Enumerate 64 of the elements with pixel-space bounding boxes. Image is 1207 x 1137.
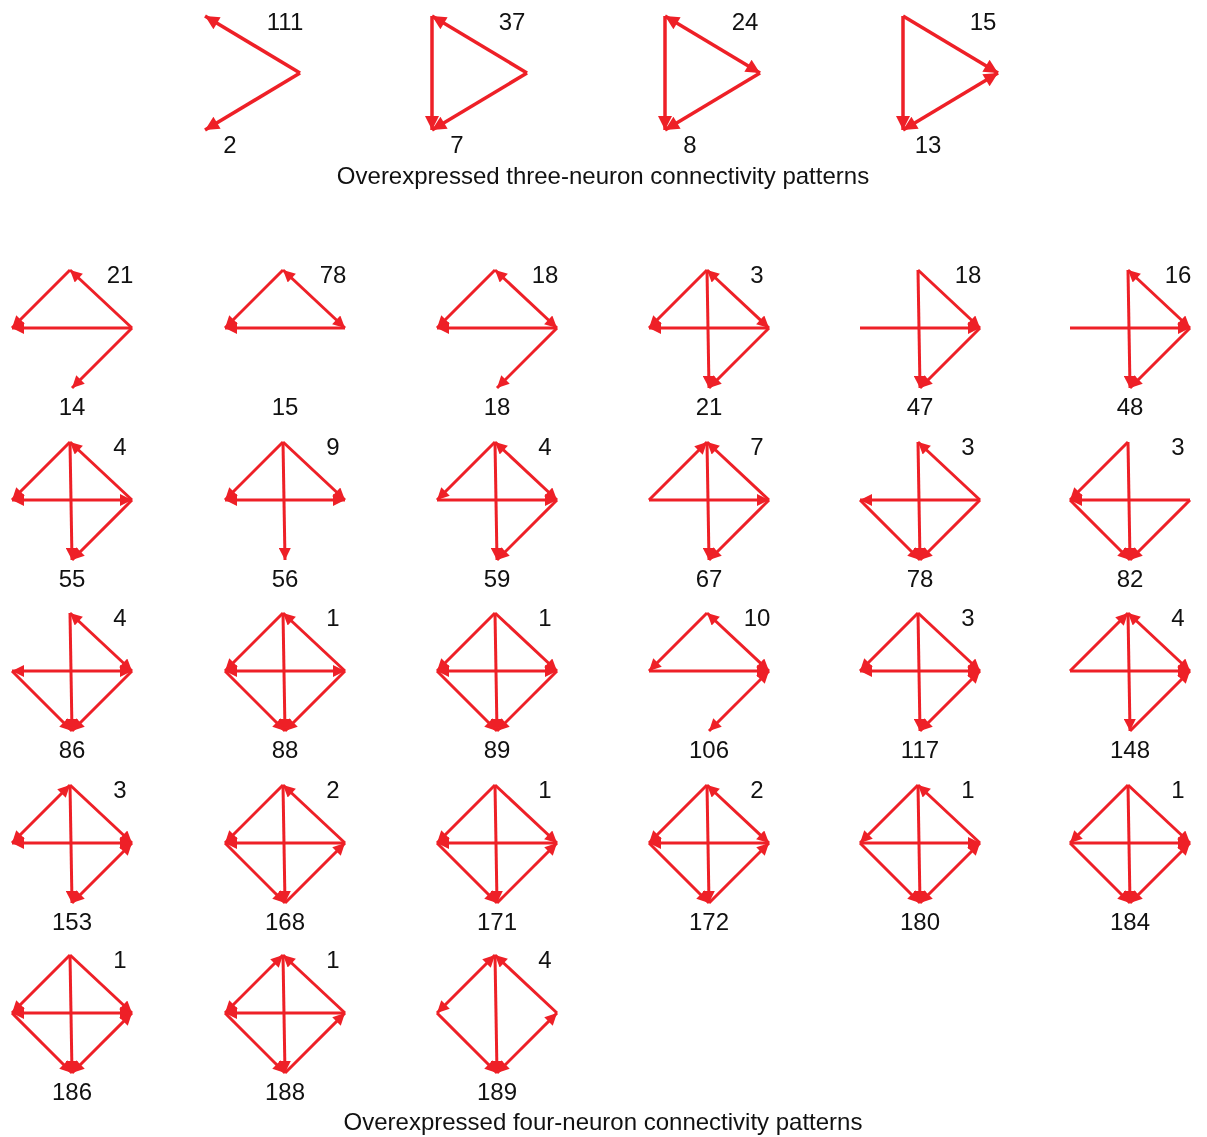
count-label: 3 bbox=[961, 606, 975, 630]
count-label: 18 bbox=[531, 263, 559, 287]
motif-number: 55 bbox=[58, 567, 86, 591]
caption: Overexpressed four-neuron connectivity patterns bbox=[343, 1110, 863, 1134]
count-label: 3 bbox=[1171, 435, 1185, 459]
motif-number: 21 bbox=[695, 395, 723, 419]
motif-number: 67 bbox=[695, 567, 723, 591]
motif-number: 148 bbox=[1110, 738, 1150, 762]
motif-number: 14 bbox=[58, 395, 86, 419]
motif-number: 8 bbox=[683, 133, 697, 157]
count-label: 3 bbox=[750, 263, 764, 287]
motif-number: 189 bbox=[477, 1080, 517, 1104]
motif-number: 47 bbox=[906, 395, 934, 419]
count-label: 1 bbox=[538, 778, 552, 802]
motif-number: 186 bbox=[52, 1080, 92, 1104]
count-label: 4 bbox=[1171, 606, 1185, 630]
count-label: 1 bbox=[961, 778, 975, 802]
motif-number: 172 bbox=[689, 910, 729, 934]
count-label: 24 bbox=[731, 10, 759, 34]
count-label: 1 bbox=[1171, 778, 1185, 802]
motif-number: 78 bbox=[906, 567, 934, 591]
count-label: 7 bbox=[750, 435, 764, 459]
motif-number: 171 bbox=[477, 910, 517, 934]
motif-number: 18 bbox=[483, 395, 511, 419]
motif-number: 180 bbox=[900, 910, 940, 934]
count-label: 1 bbox=[113, 948, 127, 972]
caption: Overexpressed three-neuron connectivity patterns bbox=[336, 164, 870, 188]
motif-number: 117 bbox=[900, 738, 940, 762]
count-label: 2 bbox=[326, 778, 340, 802]
motif-number: 89 bbox=[483, 738, 511, 762]
motif-number: 168 bbox=[265, 910, 305, 934]
count-label: 2 bbox=[750, 778, 764, 802]
count-label: 1 bbox=[326, 948, 340, 972]
count-label: 37 bbox=[498, 10, 526, 34]
motif-number: 184 bbox=[1110, 910, 1150, 934]
motif-number: 13 bbox=[914, 133, 942, 157]
motif-number: 59 bbox=[483, 567, 511, 591]
count-label: 1 bbox=[538, 606, 552, 630]
motif-number: 153 bbox=[52, 910, 92, 934]
count-label: 4 bbox=[113, 606, 127, 630]
count-label: 4 bbox=[538, 435, 552, 459]
count-label: 1 bbox=[326, 606, 340, 630]
motif-number: 15 bbox=[271, 395, 299, 419]
motif-number: 48 bbox=[1116, 395, 1144, 419]
count-label: 9 bbox=[326, 435, 340, 459]
motif-number: 86 bbox=[58, 738, 86, 762]
count-label: 10 bbox=[743, 606, 771, 630]
motif-number: 2 bbox=[223, 133, 237, 157]
count-label: 21 bbox=[106, 263, 134, 287]
motif-number: 7 bbox=[450, 133, 464, 157]
count-label: 15 bbox=[969, 10, 997, 34]
count-label: 78 bbox=[319, 263, 347, 287]
motif-number: 82 bbox=[1116, 567, 1144, 591]
motif-number: 56 bbox=[271, 567, 299, 591]
count-label: 3 bbox=[113, 778, 127, 802]
count-label: 111 bbox=[266, 10, 304, 34]
count-label: 4 bbox=[538, 948, 552, 972]
motif-number: 88 bbox=[271, 738, 299, 762]
count-label: 16 bbox=[1164, 263, 1192, 287]
motif-number: 188 bbox=[265, 1080, 305, 1104]
motif-number: 106 bbox=[689, 738, 729, 762]
count-label: 4 bbox=[113, 435, 127, 459]
count-label: 18 bbox=[954, 263, 982, 287]
count-label: 3 bbox=[961, 435, 975, 459]
